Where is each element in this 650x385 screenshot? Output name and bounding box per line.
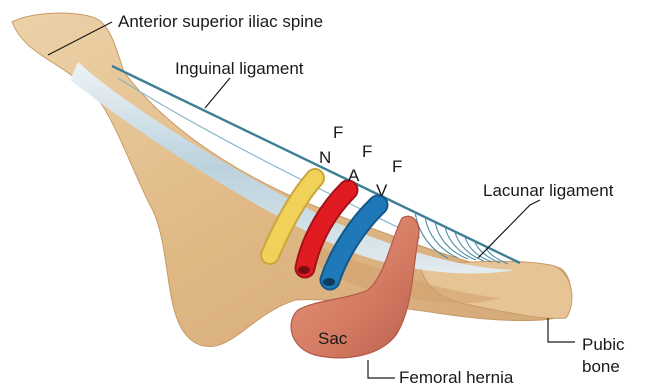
hernia-leader	[368, 360, 395, 378]
label-lacunar-ligament: Lacunar ligament	[483, 181, 614, 200]
label-pubic: Pubic	[582, 335, 625, 354]
label-inguinal-ligament: Inguinal ligament	[175, 59, 304, 78]
letter-a: A	[348, 166, 360, 185]
label-femoral-hernia: Femoral hernia	[399, 368, 514, 385]
letter-f-artery: F	[362, 142, 372, 161]
letter-f-nerve: F	[333, 123, 343, 142]
label-bone: bone	[582, 357, 620, 376]
letter-v: V	[376, 181, 388, 200]
inguinal-leader	[205, 78, 230, 108]
letter-f-vein: F	[392, 157, 402, 176]
femoral-vein-lumen	[323, 278, 335, 286]
label-sac: Sac	[318, 329, 348, 348]
femoral-artery-lumen	[298, 266, 310, 274]
lacunar-leader	[478, 200, 540, 258]
label-asis: Anterior superior iliac spine	[118, 12, 323, 31]
pubic-leader	[548, 318, 575, 342]
letter-n: N	[319, 148, 331, 167]
